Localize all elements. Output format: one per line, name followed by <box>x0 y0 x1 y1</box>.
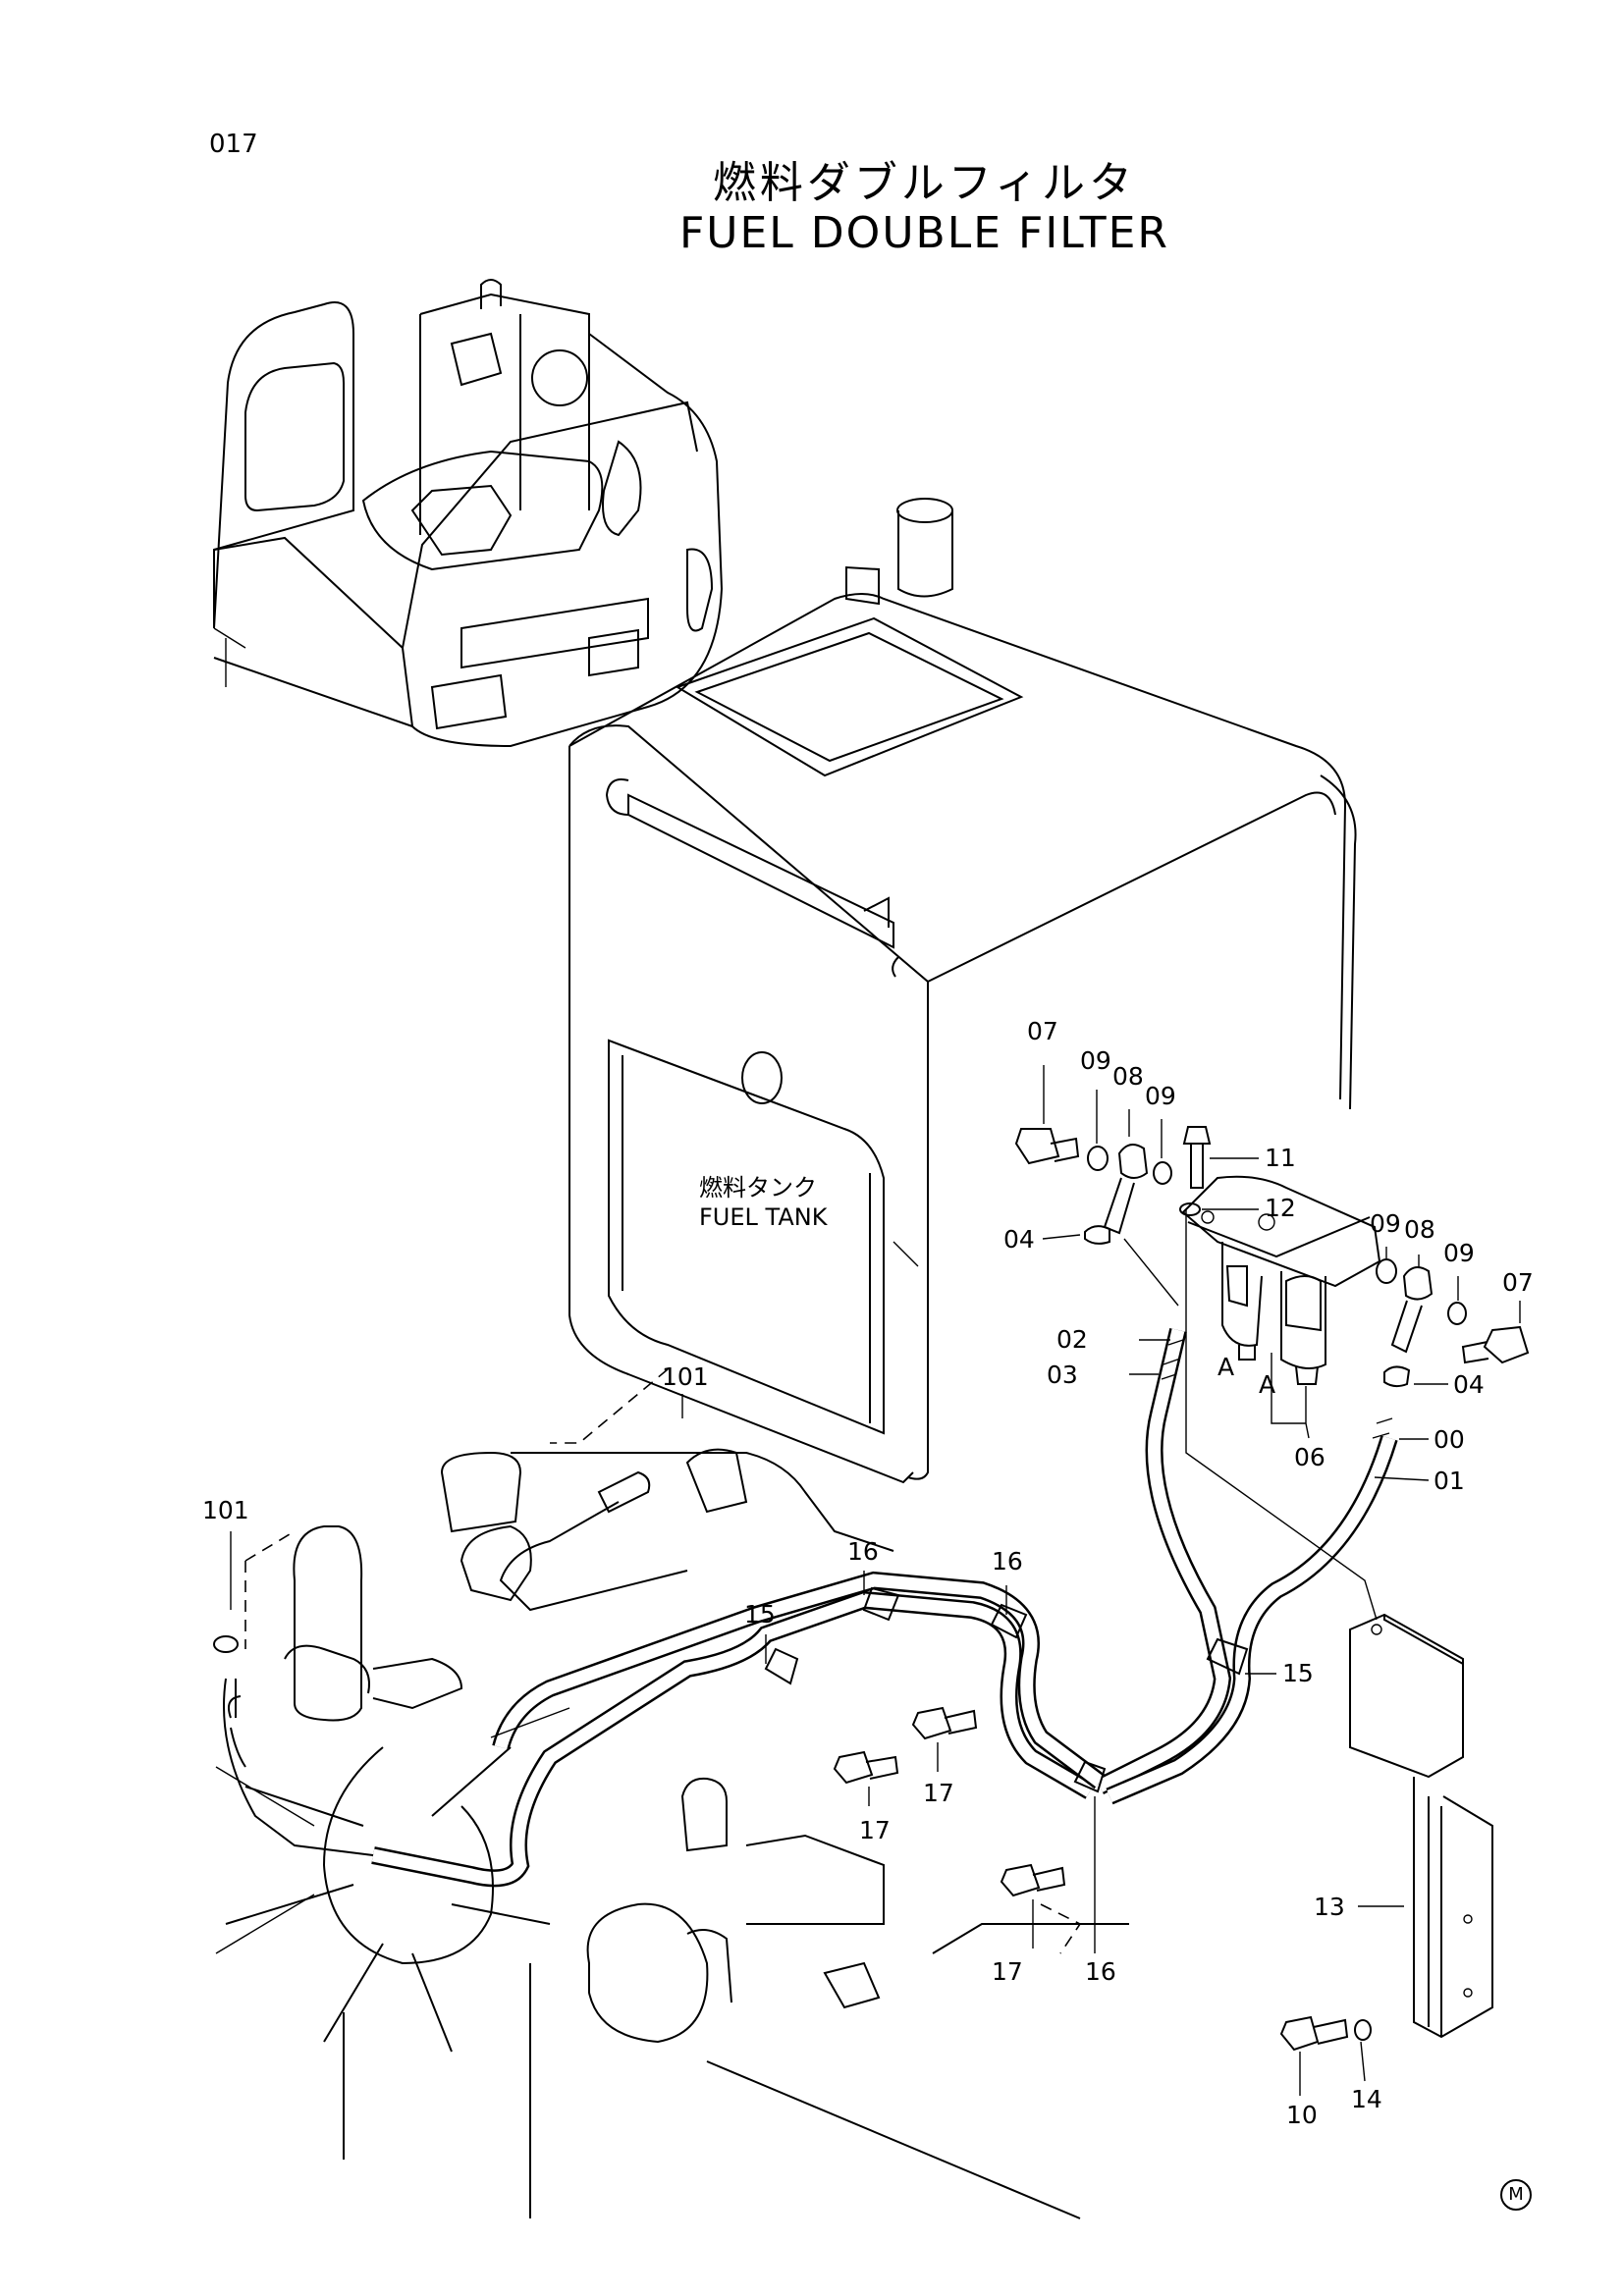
callout-00: 00 <box>1434 1425 1465 1454</box>
callout-17: 17 <box>923 1779 954 1807</box>
callout-06: 06 <box>1294 1443 1325 1471</box>
callout-08: 08 <box>1404 1215 1435 1244</box>
title-japanese: 燃料ダブルフィルタ <box>712 158 1137 208</box>
callout-04: 04 <box>1003 1225 1035 1254</box>
callout-11: 11 <box>1265 1144 1296 1172</box>
corner-m-mark: M <box>1500 2179 1532 2211</box>
callout-101: 101 <box>662 1362 709 1391</box>
filter-bracket <box>1279 1613 1493 2052</box>
callout-07: 07 <box>1502 1268 1534 1297</box>
fuel-tank-label-english: FUEL TANK <box>699 1203 828 1231</box>
title-english: FUEL DOUBLE FILTER <box>678 208 1169 258</box>
hose-clamps <box>764 1586 1249 1793</box>
callout-09: 09 <box>1145 1082 1176 1110</box>
callout-03: 03 <box>1047 1361 1078 1389</box>
engine <box>213 1368 1129 2219</box>
callout-14: 14 <box>1351 2085 1382 2113</box>
callout-09: 09 <box>1370 1209 1401 1238</box>
fuel-hoses <box>371 1327 1398 1888</box>
callout-15: 15 <box>1282 1659 1314 1687</box>
callout-08: 08 <box>1112 1062 1144 1091</box>
callout-a: A <box>1259 1370 1276 1399</box>
callout-13: 13 <box>1314 1893 1345 1921</box>
callout-02: 02 <box>1056 1325 1088 1354</box>
callout-16: 16 <box>1085 1957 1116 1986</box>
callout-12: 12 <box>1265 1194 1296 1222</box>
callout-17: 17 <box>992 1957 1023 1986</box>
fuel-tank <box>568 498 1357 1484</box>
page-number: 017 <box>209 130 258 159</box>
callout-a: A <box>1217 1353 1235 1381</box>
callout-09: 09 <box>1080 1046 1111 1075</box>
fuel-filter-assembly <box>1014 1126 1530 1388</box>
callout-15: 15 <box>744 1600 776 1629</box>
callout-04: 04 <box>1453 1370 1485 1399</box>
callout-01: 01 <box>1434 1467 1465 1495</box>
callout-101: 101 <box>202 1496 249 1524</box>
callout-09: 09 <box>1443 1239 1475 1267</box>
clamp-bolts <box>833 1706 1066 1897</box>
callout-16: 16 <box>992 1547 1023 1575</box>
callout-10: 10 <box>1286 2101 1318 2129</box>
excavator-overview <box>213 279 724 748</box>
callout-07: 07 <box>1027 1017 1058 1045</box>
fuel-tank-label-japanese: 燃料タンク <box>699 1174 817 1201</box>
callout-17: 17 <box>859 1816 891 1844</box>
callout-leaders <box>230 1065 1521 2096</box>
callout-16: 16 <box>847 1537 879 1566</box>
